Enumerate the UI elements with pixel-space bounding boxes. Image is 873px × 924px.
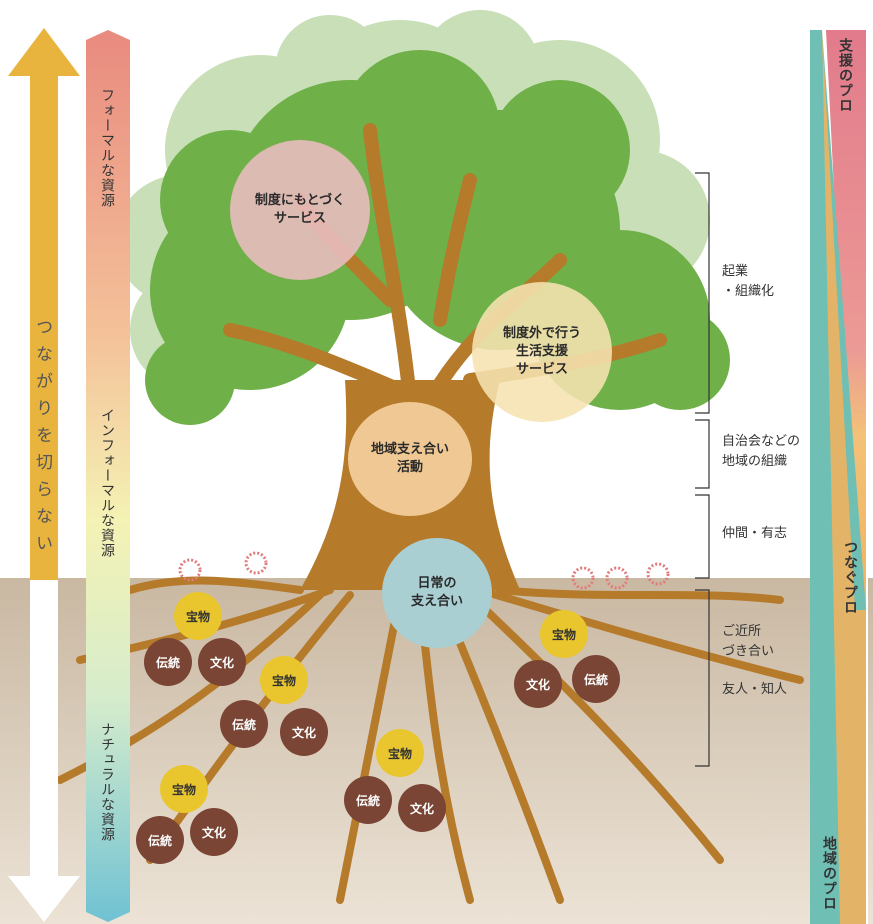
formal-resource-label: フォーマルな資源 xyxy=(99,88,115,208)
neighbors-label: ご近所 づき合い xyxy=(722,624,775,659)
tradition-badge: 伝統 xyxy=(572,655,620,703)
tradition-badge: 伝統 xyxy=(220,700,268,748)
root-tips xyxy=(178,551,670,590)
informal-resource-label: インフォーマルな資源 xyxy=(99,408,115,558)
natural-resource-label: ナチュラルな資源 xyxy=(99,722,115,842)
support-pro-label: 支援のプロ xyxy=(837,38,853,113)
connection-label: つながりを切らない xyxy=(32,318,52,561)
connect-pro-label: つなぐプロ xyxy=(842,540,858,615)
system-service-circle: 制度にもとづく サービス xyxy=(230,140,370,280)
peers-label: 仲間・有志 xyxy=(722,526,788,541)
daily-support-circle: 日常の 支え合い xyxy=(382,538,492,648)
culture-badge: 文化 xyxy=(398,784,446,832)
resource-bar xyxy=(86,30,130,922)
treasure-badge: 宝物 xyxy=(540,610,588,658)
tradition-badge: 伝統 xyxy=(144,638,192,686)
culture-badge: 文化 xyxy=(514,660,562,708)
outside-system-service-circle: 制度外で行う 生活支援 サービス xyxy=(472,282,612,422)
tradition-badge: 伝統 xyxy=(136,816,184,864)
neighborhood-assoc-label: 自治会などの 地域の組織 xyxy=(722,434,801,469)
local-pro-label: 地域のプロ xyxy=(821,836,837,911)
culture-badge: 文化 xyxy=(280,708,328,756)
treasure-badge: 宝物 xyxy=(376,729,424,777)
culture-badge: 文化 xyxy=(190,808,238,856)
tradition-badge: 伝統 xyxy=(344,776,392,824)
treasure-badge: 宝物 xyxy=(174,592,222,640)
treasure-badge: 宝物 xyxy=(160,765,208,813)
community-activity-circle: 地域支え合い 活動 xyxy=(348,402,472,516)
entrepreneurship-label: 起業 ・組織化 xyxy=(722,264,775,299)
friends-label: 友人・知人 xyxy=(722,682,788,697)
brackets xyxy=(695,172,710,767)
connect-band xyxy=(822,30,866,924)
culture-badge: 文化 xyxy=(198,638,246,686)
left-arrow-down xyxy=(8,580,80,922)
treasure-badge: 宝物 xyxy=(260,656,308,704)
left-arrow-up xyxy=(8,28,80,580)
support-band xyxy=(826,30,866,610)
